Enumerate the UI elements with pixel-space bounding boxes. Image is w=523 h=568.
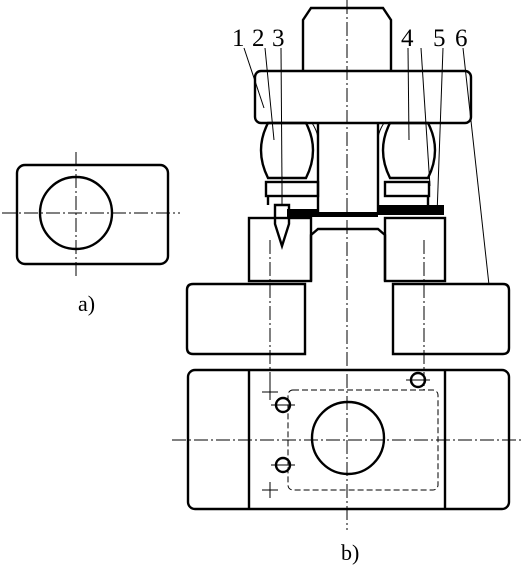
stripper-plate	[264, 180, 431, 205]
view-a	[2, 152, 180, 276]
leader-lines	[243, 47, 490, 286]
part-label-3: 3	[272, 25, 285, 52]
sheet-strip	[287, 205, 444, 217]
die-left	[247, 216, 313, 283]
top-plate	[253, 69, 473, 125]
caption-view-a: a)	[78, 291, 95, 316]
guide-pin	[273, 176, 291, 250]
caption-view-b: b)	[341, 540, 359, 565]
view-a-outline	[15, 163, 170, 266]
plan-punch-hole	[310, 400, 386, 476]
part-label-5: 5	[433, 25, 446, 52]
punch-body	[311, 122, 385, 213]
bolster-right	[391, 282, 511, 356]
bolster-left	[185, 282, 307, 356]
part-label-1: 1	[232, 25, 245, 52]
part-label-4: 4	[401, 25, 414, 52]
part-label-2: 2	[252, 25, 265, 52]
die-right	[383, 216, 447, 283]
rubber-block-left	[259, 121, 315, 180]
die-opening	[309, 227, 387, 281]
rubber-block-right	[381, 121, 437, 180]
part-label-6: 6	[455, 25, 468, 52]
plan-view	[172, 368, 521, 511]
